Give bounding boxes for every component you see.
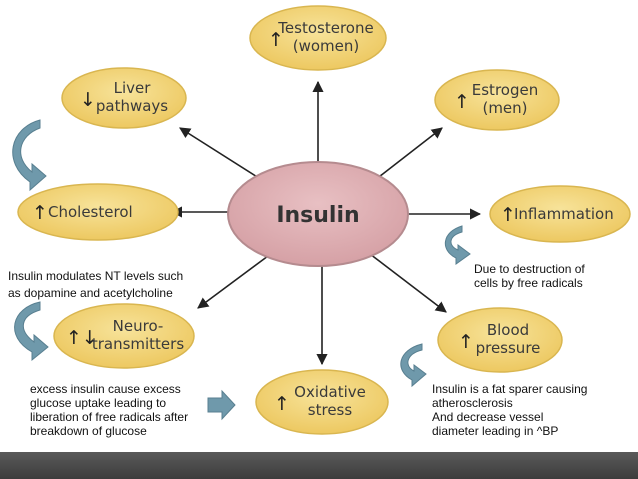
note-line: Due to destruction of xyxy=(474,262,585,276)
arrow-to-neurotransmitters xyxy=(197,255,269,309)
arrow-to-blood xyxy=(369,253,447,313)
neuro-line-2: transmitters xyxy=(92,335,184,353)
note-inflammation: Due to destruction of cells by free radi… xyxy=(474,262,585,290)
down-arrow-icon: ↓ xyxy=(80,89,96,111)
note-line: excess insulin cause excess xyxy=(30,382,181,396)
note-line: cells by free radicals xyxy=(474,276,583,290)
up-arrow-icon: ↑ xyxy=(500,204,516,226)
inflammation-label: Inflammation xyxy=(514,205,614,223)
note-line: Insulin modulates NT levels such xyxy=(8,269,184,283)
note-line: as dopamine and acetylcholine xyxy=(8,286,173,300)
blood-line-2: pressure xyxy=(476,339,541,357)
node-cholesterol: ↑ Cholesterol xyxy=(17,183,179,241)
curved-arrow-icon xyxy=(14,301,49,362)
note-line: glucose uptake leading to xyxy=(30,396,167,410)
center-label: Insulin xyxy=(276,203,359,228)
oxidative-line-2: stress xyxy=(308,401,353,419)
testosterone-line-2: (women) xyxy=(293,37,360,55)
note-line: diameter leading in ^BP xyxy=(432,424,559,438)
center-node: Insulin xyxy=(227,161,409,267)
up-arrow-icon: ↑ xyxy=(454,91,470,113)
node-neurotransmitters: ↑↓ Neuro- transmitters xyxy=(53,303,195,369)
node-blood-pressure: ↑ Blood pressure xyxy=(437,307,563,373)
liver-line-2: pathways xyxy=(96,97,168,115)
up-down-arrow-icon: ↑↓ xyxy=(66,327,98,349)
arrow-to-estrogen xyxy=(374,127,443,181)
estrogen-line-1: Estrogen xyxy=(472,81,538,99)
cholesterol-label: Cholesterol xyxy=(48,203,133,221)
note-oxidative: excess insulin cause excess glucose upta… xyxy=(30,382,188,438)
note-line: Insulin is a fat sparer causing xyxy=(432,382,588,396)
neuro-line-1: Neuro- xyxy=(113,317,164,335)
callout-arrows xyxy=(12,119,471,421)
curved-arrow-icon xyxy=(400,343,427,388)
node-oxidative: ↑ Oxidative stress xyxy=(255,369,389,435)
estrogen-line-2: (men) xyxy=(482,99,527,117)
up-arrow-icon: ↑ xyxy=(458,331,474,353)
note-line: liberation of free radicals after xyxy=(30,410,189,424)
testosterone-line-1: Testosterone xyxy=(277,19,373,37)
curved-arrow-icon xyxy=(445,225,471,265)
block-arrow-icon xyxy=(207,389,236,421)
note-neurotransmitters: Insulin modulates NT levels such as dopa… xyxy=(8,268,183,302)
node-estrogen: ↑ Estrogen (men) xyxy=(434,69,560,131)
arrow-to-liver xyxy=(179,127,263,181)
node-inflammation: ↑ Inflammation xyxy=(489,185,631,243)
up-arrow-icon: ↑ xyxy=(274,393,290,415)
footer-bar xyxy=(0,452,638,479)
note-blood-pressure: Insulin is a fat sparer causing atherosc… xyxy=(432,382,587,438)
node-testosterone: ↑ Testosterone (women) xyxy=(249,5,387,71)
curved-arrow-icon xyxy=(12,119,47,192)
up-arrow-icon: ↑ xyxy=(268,29,284,51)
blood-line-1: Blood xyxy=(487,321,529,339)
note-line: breakdown of glucose xyxy=(30,424,147,438)
up-arrow-icon: ↑ xyxy=(32,202,48,224)
note-line: atherosclerosis xyxy=(432,396,513,410)
node-liver: ↓ Liver pathways xyxy=(61,67,187,129)
connector-arrows xyxy=(170,80,482,366)
oxidative-line-1: Oxidative xyxy=(294,383,366,401)
liver-line-1: Liver xyxy=(114,79,152,97)
note-line: And decrease vessel xyxy=(432,410,544,424)
